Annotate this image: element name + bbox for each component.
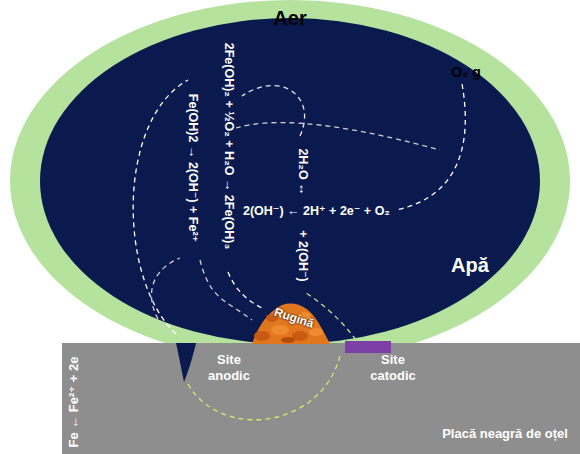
region-label: Aer xyxy=(273,7,306,30)
plate-label: Placă neagră de oțel xyxy=(442,426,568,441)
reaction-equation: 2(OH⁻) ← 2H⁺ + 2e⁻ + O₂ xyxy=(243,204,390,219)
reaction-paths xyxy=(133,80,465,420)
reaction-equation: 2Fe(OH)₂ + ½O₂ + H₂O → 2Fe(OH)₃ xyxy=(221,43,236,250)
reaction-equation: 2H₂O ↔ xyxy=(295,148,310,195)
reaction-equation: Fe ← Fe²⁺ + 2e xyxy=(66,356,82,447)
steel-plate: Placă neagră de oțel xyxy=(62,343,580,454)
reaction-equation: + 2(OH⁻) xyxy=(295,230,310,281)
rust-pile xyxy=(252,304,330,344)
anodic-pit xyxy=(176,343,196,382)
cathode-site xyxy=(345,341,391,353)
reaction-equation: Fe(OH)2 → 2(OH⁻) + Fe²⁺ xyxy=(185,94,200,242)
gas-label: O₂ g xyxy=(451,64,481,81)
region-label: Apă xyxy=(451,254,489,277)
anode-label: Site anodic xyxy=(200,352,258,383)
cathode-label: Site catodic xyxy=(362,352,424,383)
rust-label: Rugină xyxy=(272,305,315,331)
